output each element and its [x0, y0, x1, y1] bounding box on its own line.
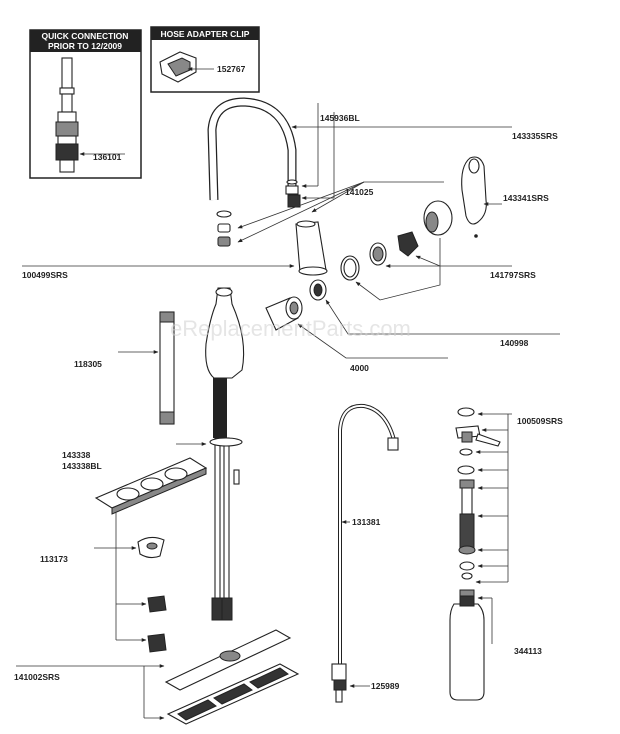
ring-part	[216, 210, 232, 218]
label-141002SRS: 141002SRS	[14, 672, 60, 682]
aerator-part	[287, 194, 301, 208]
label-4000: 4000	[350, 363, 369, 373]
spray-hose-part	[338, 403, 399, 666]
label-143341SRS: 143341SRS	[503, 193, 549, 203]
deck-plate-part	[164, 629, 292, 691]
watermark-text: eReplacementParts.com	[170, 316, 411, 341]
label-113173: 113173	[40, 554, 68, 564]
spout-part	[207, 97, 299, 201]
label-140998: 140998	[500, 338, 529, 348]
faucet-body-part	[205, 287, 245, 621]
quick-connection-title-line2: PRIOR TO 12/2009	[48, 41, 122, 51]
quick-connection-inset: QUICK CONNECTION PRIOR TO 12/2009 136101	[29, 29, 142, 179]
label-141797SRS: 141797SRS	[490, 270, 536, 280]
quick-connector-part	[55, 57, 79, 173]
handle-hub-part	[423, 200, 453, 236]
soap-dispenser-parts	[449, 407, 501, 701]
mounting-nut-2-part	[147, 633, 167, 653]
quick-connection-title-line1: QUICK CONNECTION	[42, 31, 129, 41]
label-141025: 141025	[345, 187, 374, 197]
label-145936BL: 145936BL	[320, 113, 360, 123]
valve-body-cone	[295, 220, 328, 276]
nut-part	[217, 236, 231, 247]
label-118305: 118305	[74, 359, 102, 369]
label-125989: 125989	[371, 681, 400, 691]
mounting-nut-part	[147, 595, 167, 613]
quick-connect-adapter-part	[331, 663, 347, 703]
label-143335SRS: 143335SRS	[512, 131, 558, 141]
shank-part	[159, 311, 175, 425]
label-131381: 131381	[352, 517, 381, 527]
label-143338BL: 143338BL	[62, 461, 102, 471]
label-100509SRS: 100509SRS	[517, 416, 563, 426]
bonnet-part	[309, 279, 327, 301]
deck-plate-gasket-part	[166, 663, 300, 725]
handle-part	[461, 156, 487, 238]
label-100499SRS: 100499SRS	[22, 270, 68, 280]
hose-adapter-clip-title: HOSE ADAPTER CLIP	[161, 29, 250, 39]
cartridge-part	[265, 296, 303, 331]
clip-part	[159, 51, 197, 83]
adapter-part	[397, 231, 419, 257]
label-344113: 344113	[514, 646, 542, 656]
escutcheon-plate-part	[94, 457, 208, 515]
washer-part	[217, 223, 231, 233]
label-152767: 152767	[217, 64, 246, 74]
label-143338: 143338	[62, 450, 91, 460]
hose-adapter-clip-inset: HOSE ADAPTER CLIP 152767	[150, 26, 260, 93]
label-136101: 136101	[93, 152, 122, 162]
o-ring-part	[286, 179, 298, 185]
